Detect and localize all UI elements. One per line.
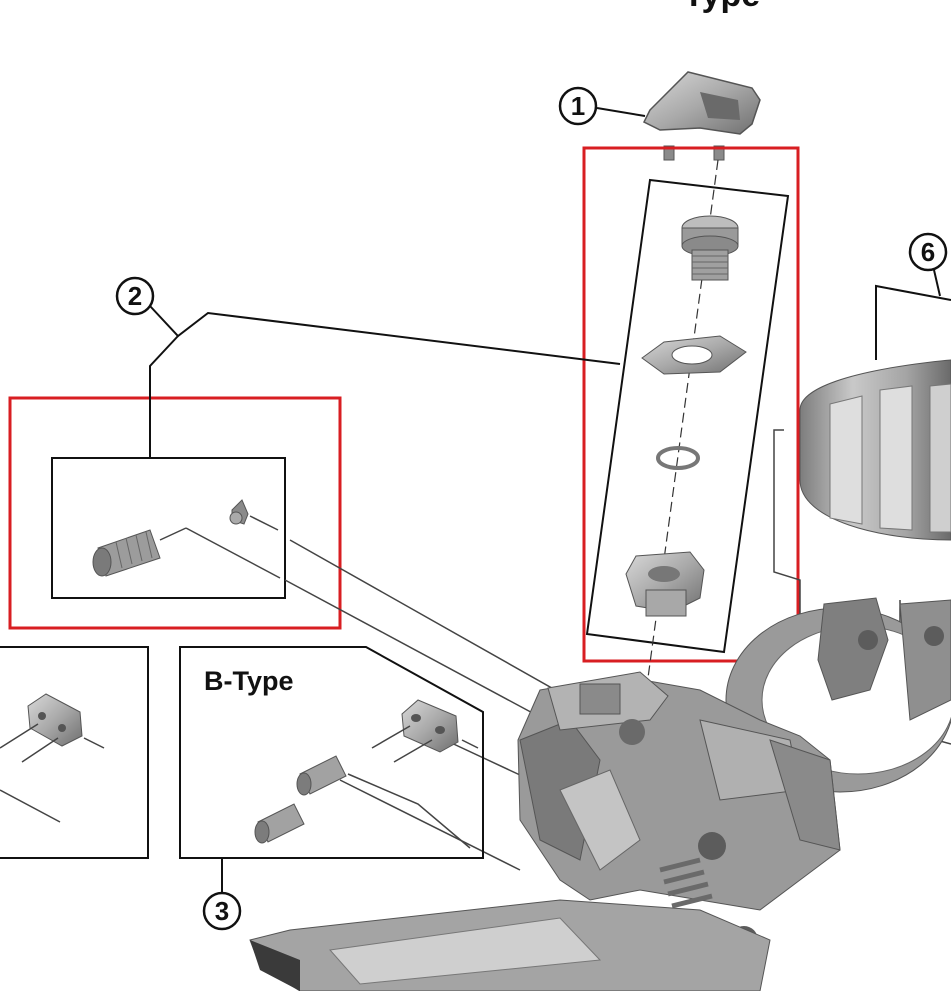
svg-text:6: 6 [921,237,935,267]
svg-text:3: 3 [215,896,229,926]
b-type-lines [347,725,479,849]
inset-box-stopper-parts [51,457,286,599]
cap-part [642,71,761,161]
inset-box-fixing-parts [585,178,790,654]
bolt-part [681,215,739,281]
callout-2: 2 [115,276,621,458]
nut-part [625,551,705,617]
highlight-box-right [582,146,800,663]
highlight-box-left [8,396,342,630]
plate-part-left [27,693,83,747]
o-ring-part [656,446,700,470]
callout-3: 3 [202,858,242,931]
washer-part [641,335,747,375]
adjust-screw-part [92,529,161,577]
callout-6: 6 [875,232,951,360]
b-type-screw-2 [254,803,305,844]
inset-box-other-type [0,646,149,859]
front-derailleur [249,597,951,991]
left-box-lines [0,723,105,823]
band-clamp-part [799,359,951,541]
clip-part [229,499,249,525]
callout-1: 1 [558,86,646,126]
svg-text:1: 1 [571,91,585,121]
b-type-plate-part [401,699,459,753]
svg-text:2: 2 [128,281,142,311]
b-type-label: B-Type [204,666,294,696]
top-title-fragment: -Type [672,0,760,14]
inset-box-b-type [179,646,484,859]
b-type-screw-1 [296,755,347,796]
